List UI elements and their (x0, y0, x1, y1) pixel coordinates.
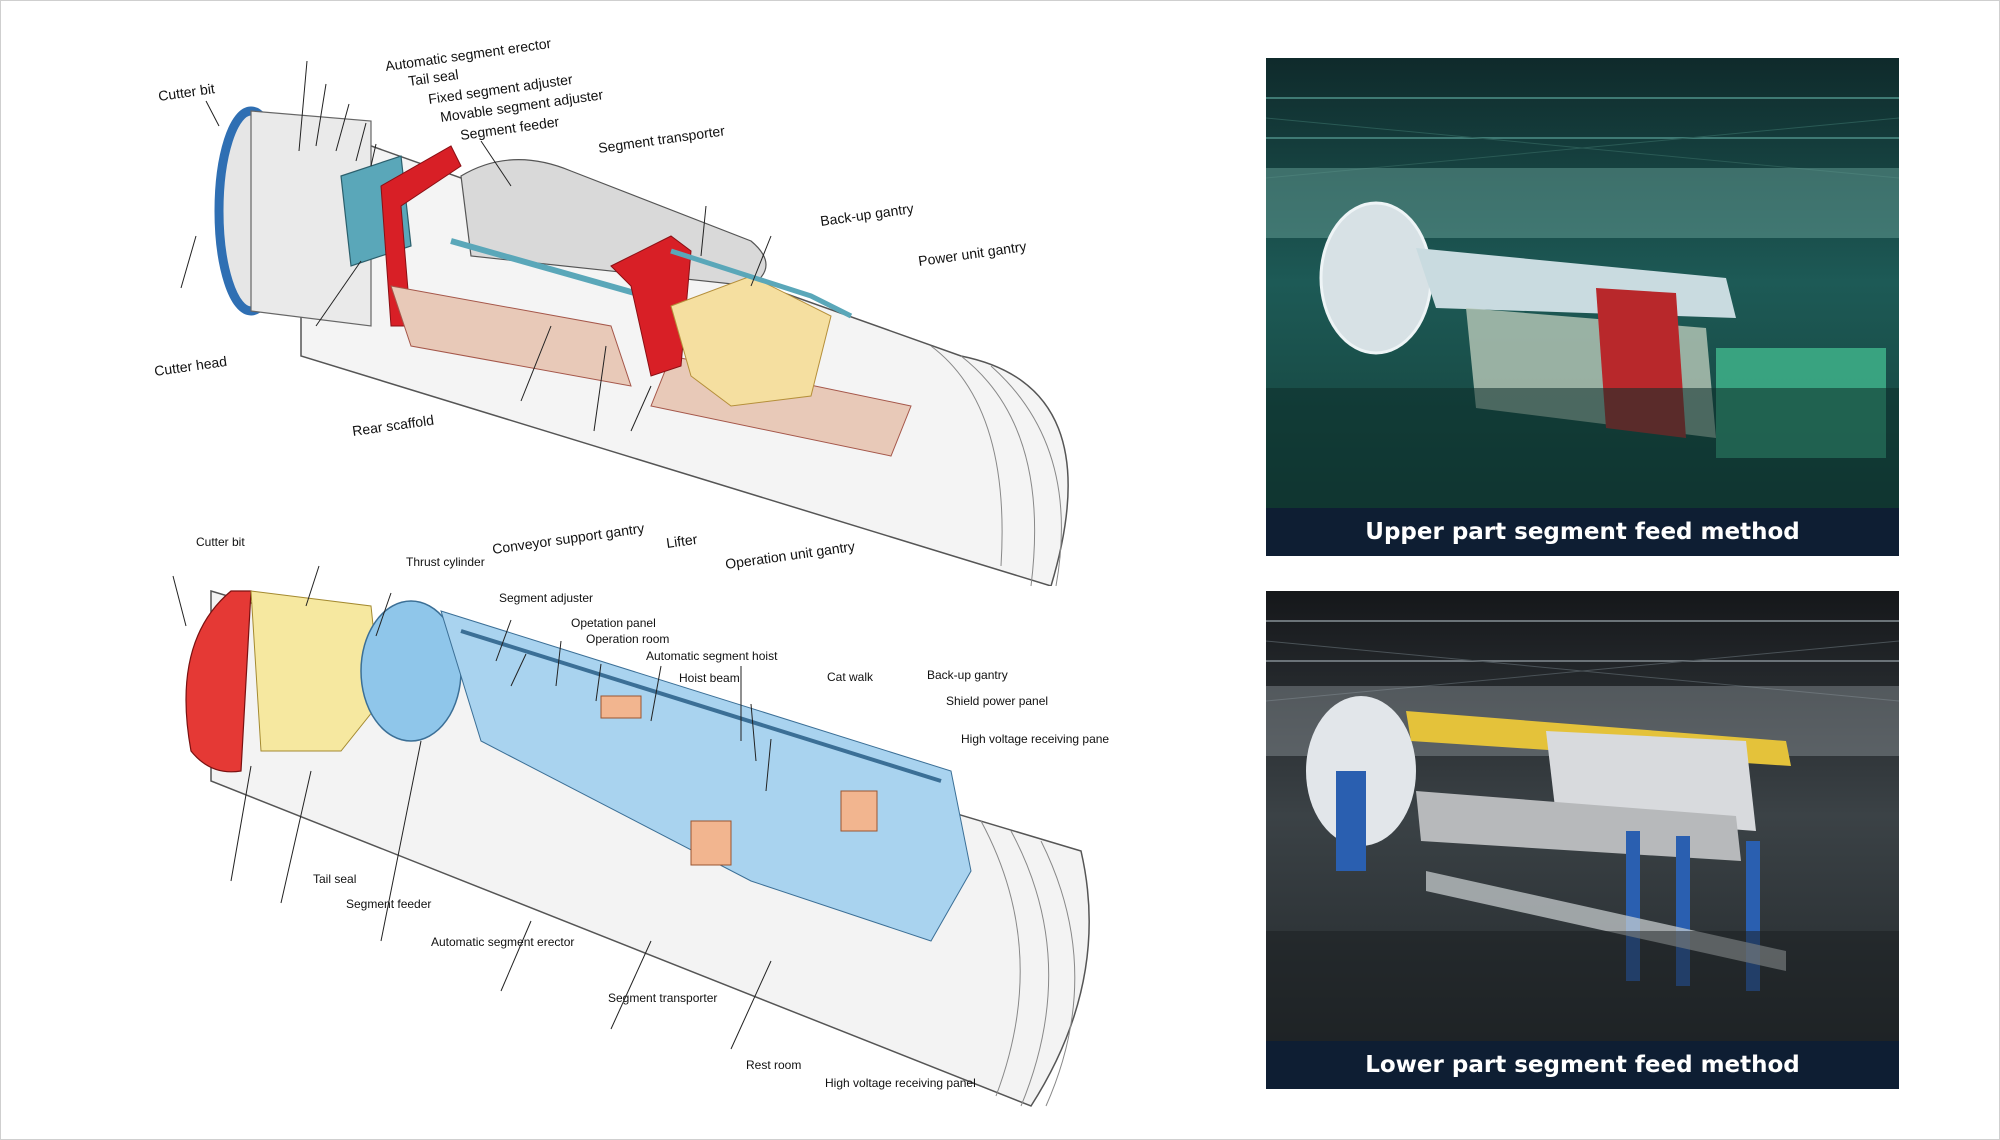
lower-label-opetation-panel: Opetation panel (571, 616, 656, 630)
upper-photo-image (1266, 58, 1899, 556)
lower-label-cutter-bit: Cutter bit (196, 535, 245, 549)
lower-label-segment-transporter: Segment transporter (608, 991, 717, 1005)
upper-segment-feed-diagram: Cutter bit Cutter head Automatic segment… (153, 35, 1069, 586)
lower-label-shield-power-panel: Shield power panel (946, 694, 1048, 708)
segment-adjuster-frame (380, 145, 462, 327)
upper-label-segment-transporter: Segment transporter (597, 122, 726, 156)
lower-hoist-beam (460, 629, 942, 783)
power-unit-line (670, 248, 853, 319)
upper-label-automatic-segment-erector: Automatic segment erector (384, 35, 552, 74)
lower-cutter-head (185, 590, 252, 773)
upper-label-cutter-bit: Cutter bit (157, 80, 216, 104)
lower-label-segment-feeder: Segment feeder (346, 897, 431, 911)
lower-label-operation-room: Operation room (586, 632, 669, 646)
lower-photo-image (1266, 591, 1899, 1089)
upper-label-rear-scaffold: Rear scaffold (351, 412, 435, 439)
upper-leader-lines (180, 60, 772, 432)
lower-gantry-structure (440, 610, 972, 942)
lower-feed-photo: Lower part segment feed method (1266, 591, 1899, 1089)
lower-label-segment-adjuster: Segment adjuster (499, 591, 593, 605)
lower-label-cat-walk: Cat walk (827, 670, 874, 684)
lower-photo-caption: Lower part segment feed method (1266, 1041, 1899, 1089)
lifter-gantry-shape (610, 235, 692, 377)
upper-label-power-unit-gantry: Power unit gantry (917, 238, 1027, 269)
lower-label-high-voltage-receiving-panel: High voltage receiving panel (825, 1076, 976, 1090)
lower-panel-2 (690, 820, 732, 866)
upper-feed-photo: Upper part segment feed method (1266, 58, 1899, 556)
lower-label-back-up-gantry: Back-up gantry (927, 668, 1008, 682)
lower-label-hoist-beam: Hoist beam (679, 671, 740, 685)
lower-label-high-voltage-receiving-pane: High voltage receiving pane (961, 732, 1109, 746)
upper-photo-caption: Upper part segment feed method (1266, 508, 1899, 556)
lower-label-automatic-segment-hoist: Automatic segment hoist (646, 649, 778, 663)
tunnel-rings (930, 345, 1062, 586)
lower-label-tail-seal: Tail seal (313, 872, 356, 886)
lower-label-thrust-cylinder: Thrust cylinder (406, 555, 485, 569)
lower-label-rest-room: Rest room (746, 1058, 801, 1072)
lower-panel-3 (840, 790, 878, 832)
shield-body (250, 110, 372, 327)
lower-tunnel-rings (980, 820, 1076, 1107)
upper-label-cutter-head: Cutter head (153, 353, 228, 379)
lower-thrust-cylinders (250, 590, 382, 752)
upper-label-tail-seal: Tail seal (407, 66, 459, 89)
lower-leader-lines (172, 565, 772, 1050)
lower-panel-1 (600, 695, 642, 719)
lower-segment-feed-diagram: Cutter bit Thrust cylinder Segment adjus… (172, 535, 1109, 1107)
floor-grating (390, 285, 632, 387)
upper-label-lifter: Lifter (665, 531, 698, 551)
lower-label-automatic-segment-erector: Automatic segment erector (431, 935, 574, 949)
upper-label-back-up-gantry: Back-up gantry (819, 200, 914, 229)
